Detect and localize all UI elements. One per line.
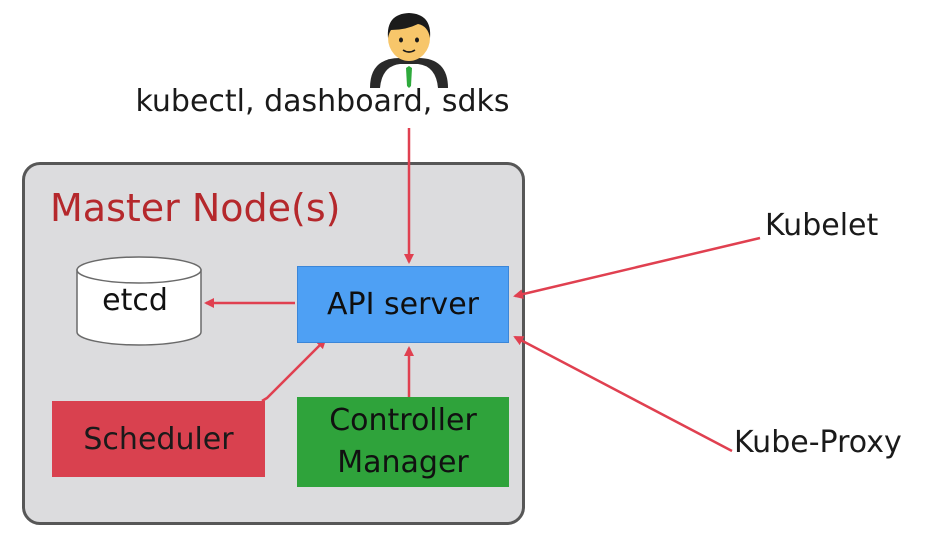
kube-proxy-label: Kube-Proxy [734,425,902,460]
arrow-kubeproxy-to-api [513,335,733,453]
etcd-cylinder [76,256,202,346]
etcd-label: etcd [102,283,168,318]
client-tools-label: kubectl, dashboard, sdks [135,84,510,119]
scheduler-box: Scheduler [52,401,265,477]
api-server-box: API server [297,266,509,343]
controller-manager-box: Controller Manager [297,397,509,487]
api-server-label: API server [327,287,479,322]
scheduler-label: Scheduler [83,421,234,457]
arrow-scheduler-to-api [261,338,327,403]
controller-manager-label-line1: Controller [329,403,477,438]
controller-manager-label-line2: Manager [337,445,469,480]
arrow-kubelet-to-api [513,236,761,300]
user-icon [370,13,448,88]
kubelet-label: Kubelet [765,208,879,243]
master-node-title: Master Node(s) [50,186,341,230]
